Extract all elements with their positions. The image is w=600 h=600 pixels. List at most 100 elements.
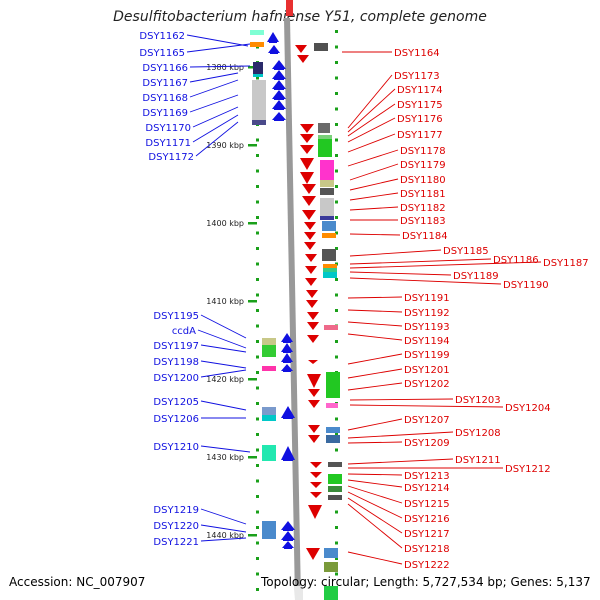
gene-label: DSY1198	[153, 357, 199, 368]
track-dot	[256, 278, 259, 281]
gene-bar	[320, 216, 334, 220]
reverse-gene-arrow	[304, 242, 316, 250]
gene-label: DSY1184	[402, 231, 448, 242]
top-marker	[286, 0, 293, 16]
track-dot	[256, 355, 259, 359]
gene-bar	[253, 62, 263, 74]
reverse-gene-arrow	[307, 322, 319, 330]
gene-bar	[262, 366, 276, 371]
gene-bar	[322, 249, 336, 261]
forward-gene-arrow	[267, 32, 279, 42]
gene-bar	[262, 407, 276, 415]
leader-line	[192, 114, 239, 143]
forward-gene-arrow	[272, 100, 286, 109]
gene-label: DSY1222	[404, 560, 450, 571]
track-dot	[256, 200, 259, 204]
gene-label: DSY1208	[455, 428, 501, 439]
leader-line	[347, 88, 396, 133]
gene-label: DSY1166	[142, 63, 188, 74]
forward-gene-body	[283, 361, 291, 363]
leader-line	[189, 79, 239, 98]
leader-line	[347, 458, 454, 465]
ruler-label: 1390 kbp	[206, 141, 244, 150]
gene-label: ccdA	[172, 326, 196, 337]
forward-gene-body	[274, 88, 284, 90]
reverse-gene-arrow	[308, 435, 320, 443]
leader-line	[349, 261, 542, 269]
leader-line	[200, 508, 247, 525]
gene-bar	[323, 268, 337, 272]
leader-line	[349, 192, 399, 201]
leader-line	[200, 445, 251, 453]
forward-gene-body	[283, 341, 291, 343]
forward-gene-arrow	[272, 112, 286, 120]
gene-bar	[323, 272, 337, 278]
gene-label: DSY1219	[153, 505, 199, 516]
gene-label: DSY1187	[543, 258, 589, 269]
track-dot	[335, 216, 338, 219]
leader-line	[347, 333, 403, 341]
forward-gene-body	[283, 459, 293, 461]
gene-bar	[320, 180, 334, 187]
gene-label: DSY1194	[404, 336, 450, 347]
gene-bar	[320, 188, 334, 195]
leader-line	[347, 551, 403, 565]
forward-gene-body	[283, 351, 291, 353]
gene-label: DSY1216	[404, 514, 450, 525]
track-dot	[256, 262, 259, 266]
forward-gene-body	[274, 78, 284, 80]
leader-line	[347, 418, 403, 431]
gene-bar	[262, 445, 276, 461]
track-dot	[335, 247, 338, 250]
reverse-gene-arrow	[300, 158, 314, 170]
gene-bar	[250, 30, 264, 35]
track-dot	[335, 433, 338, 436]
reverse-gene-arrow	[307, 374, 321, 388]
reverse-gene-arrow	[300, 124, 314, 133]
gene-label: DSY1170	[145, 123, 191, 134]
gene-label: DSY1221	[153, 537, 199, 548]
track-dot	[335, 200, 338, 204]
track-dot	[256, 76, 259, 80]
leader-line	[347, 441, 403, 444]
ruler-tick	[248, 300, 257, 303]
forward-gene-body	[283, 370, 291, 372]
leader-line	[200, 314, 247, 339]
track-dot	[256, 510, 259, 514]
forward-gene-arrow	[281, 446, 295, 460]
gene-bar	[324, 586, 338, 600]
track-dot	[256, 402, 259, 405]
bottom-marker	[295, 586, 303, 600]
gene-bar	[320, 198, 334, 216]
forward-gene-body	[283, 529, 293, 531]
gene-label: DSY1207	[404, 415, 450, 426]
track-dot	[335, 30, 338, 33]
gene-label: DSY1202	[404, 379, 450, 390]
forward-gene-arrow	[282, 541, 294, 548]
track-dot	[335, 340, 338, 343]
track-dot	[335, 45, 338, 49]
forward-gene-arrow	[281, 406, 295, 418]
forward-gene-arrow	[281, 531, 295, 540]
gene-label: DSY1197	[153, 341, 199, 352]
forward-gene-arrow	[268, 45, 280, 53]
forward-gene-body	[284, 547, 292, 549]
gene-label: DSY1206	[153, 414, 199, 425]
track-dot	[335, 123, 338, 126]
reverse-gene-arrow	[300, 134, 314, 143]
ruler-label: 1440 kbp	[206, 531, 244, 540]
gene-label: DSY1175	[397, 100, 443, 111]
leader-line	[347, 74, 393, 129]
track-dot	[335, 448, 338, 452]
leader-line	[347, 497, 403, 534]
track-dot	[256, 216, 259, 219]
leader-line	[186, 43, 251, 53]
gene-label: DSY1176	[397, 114, 443, 125]
gene-label: DSY1185	[443, 246, 489, 257]
track-dot	[335, 417, 338, 421]
gene-label: DSY1215	[404, 499, 450, 510]
track-dot	[335, 154, 338, 157]
forward-gene-arrow	[281, 364, 293, 371]
leader-line	[347, 117, 396, 143]
leader-line	[347, 353, 403, 365]
